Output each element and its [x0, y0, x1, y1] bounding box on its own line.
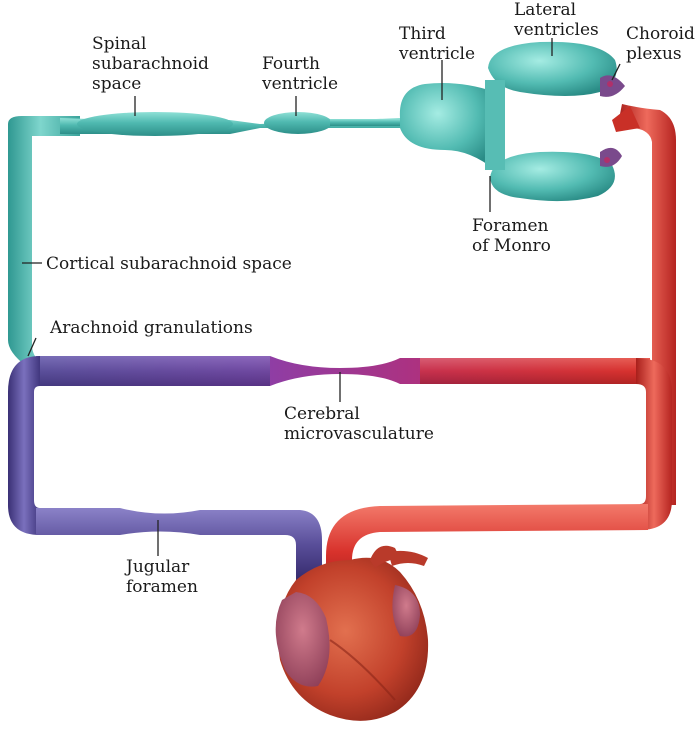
choroid-plexus-shape	[600, 75, 625, 167]
cortical-subarachnoid-tube	[8, 116, 80, 366]
heart-shape	[275, 545, 429, 721]
label-choroid-plexus: Choroid plexus	[626, 24, 695, 64]
label-arachnoid-granulations: Arachnoid granulations	[50, 318, 253, 338]
arterial-right-vessel	[636, 358, 672, 530]
arterial-bottom-vessel	[326, 504, 648, 600]
label-cerebral-microvasculature: Cerebral microvasculature	[284, 404, 434, 444]
label-third-ventricle: Third ventricle	[399, 24, 476, 64]
label-cortical-subarachnoid-space: Cortical subarachnoid space	[46, 254, 292, 274]
leader-lines	[22, 38, 621, 556]
label-jugular-foramen: Jugular foramen	[126, 557, 198, 597]
label-foramen-of-monro: Foramen of Monro	[472, 216, 551, 256]
label-fourth-ventricle: Fourth ventricle	[262, 54, 339, 94]
label-lateral-ventricles: Lateral ventricles	[514, 0, 599, 40]
label-spinal-subarachnoid-space: Spinal subarachnoid space	[92, 34, 209, 94]
venous-left-vessel	[8, 356, 40, 535]
venous-bottom-vessel	[36, 508, 322, 580]
lateral-ventricles-shape	[485, 41, 617, 202]
cerebral-microvasculature-vessel	[36, 356, 650, 386]
third-ventricle-shape	[399, 83, 495, 170]
spinal-subarachnoid-channel	[60, 112, 410, 136]
